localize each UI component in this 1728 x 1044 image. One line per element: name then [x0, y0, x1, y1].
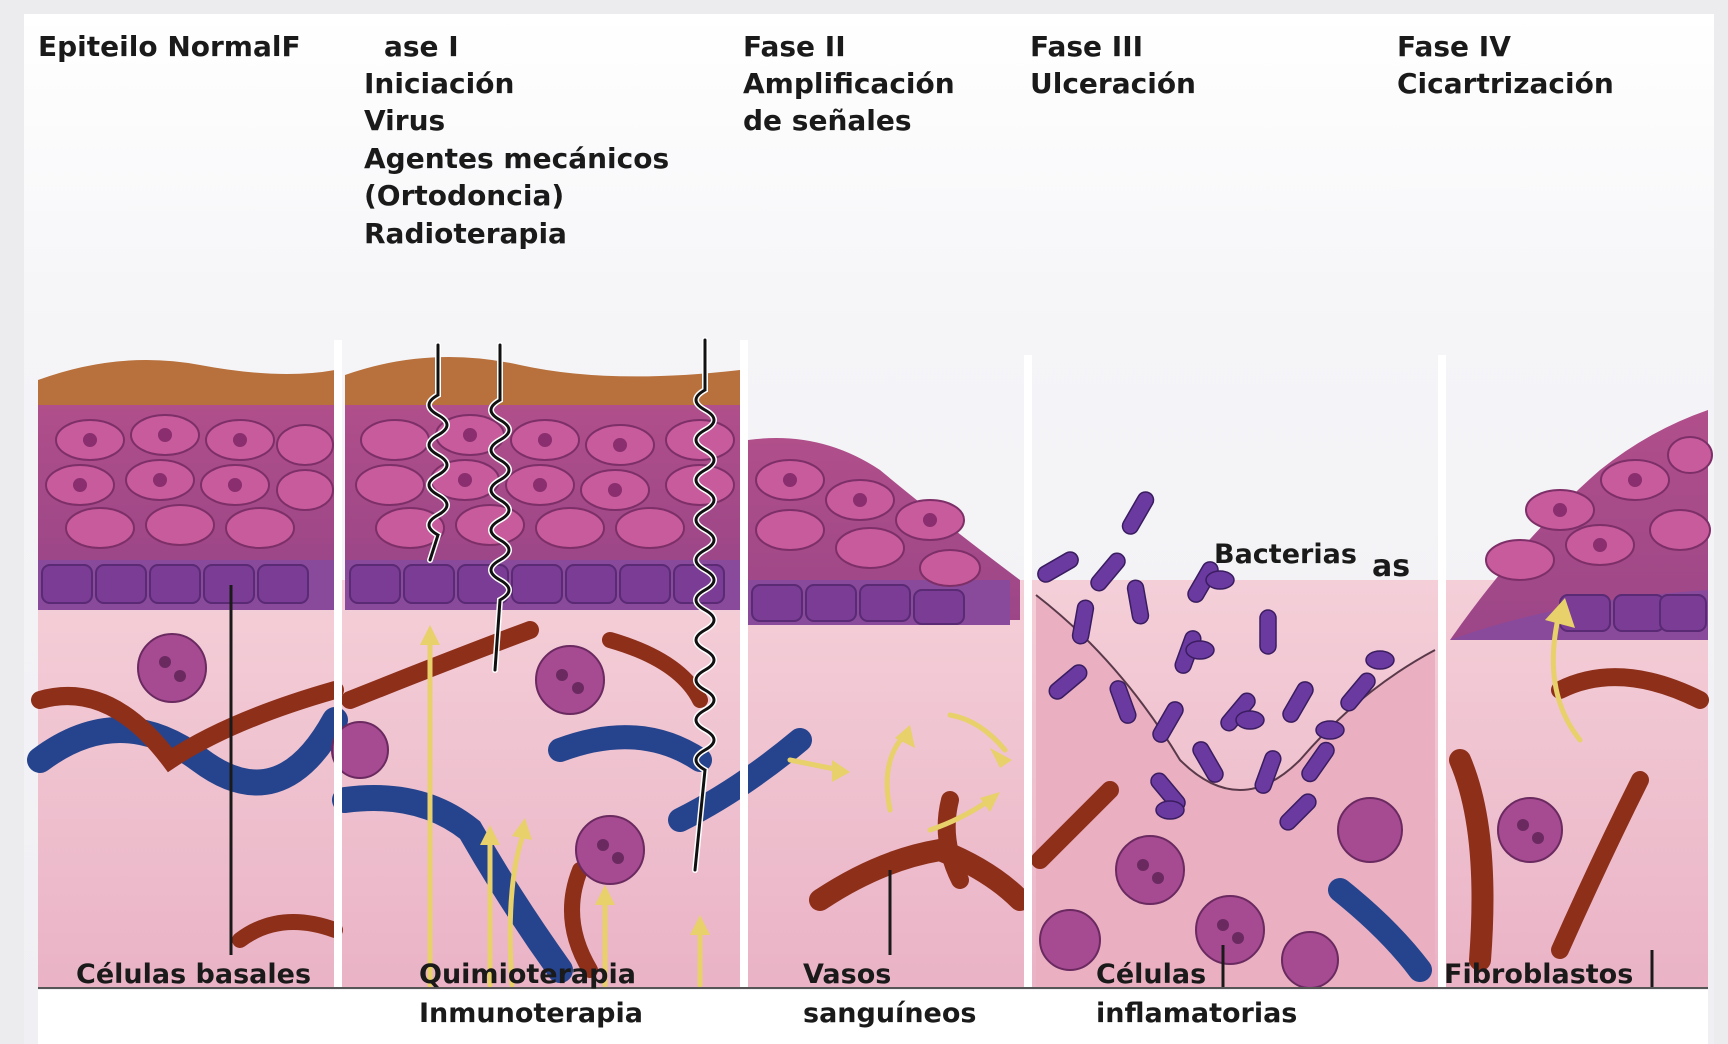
phase-1-title: ase I — [384, 30, 459, 63]
phase-2-title: Fase II — [743, 30, 846, 63]
bacteria-label-artifact: as — [1372, 549, 1411, 584]
phase-normal-title: Epiteilo NormalF — [38, 30, 301, 63]
leader-lines — [229, 585, 1654, 988]
blood-vessels-label: Vasos — [803, 959, 892, 990]
phase-1-line: (Ortodoncia) — [364, 179, 565, 212]
bacteria-label: Bacterias — [1214, 539, 1357, 570]
bacteria — [1037, 491, 1395, 831]
basal-cell-layer — [41, 564, 1707, 632]
inflammatory-cells-label: Células — [1096, 959, 1207, 990]
label-band — [38, 990, 1708, 1044]
cell-nuclei — [73, 428, 1642, 552]
phase-2-line: Amplificación — [743, 67, 955, 100]
blood-vessels-label-line2: sanguíneos — [803, 998, 977, 1029]
phase-4-title: Fase IV — [1397, 30, 1511, 63]
phase-1-line: Virus — [364, 104, 446, 137]
phase-2-line: de señales — [743, 104, 912, 137]
chemotherapy-label: Quimioterapia — [419, 959, 636, 990]
basal-cells-label: Células basales — [76, 959, 312, 990]
inflammatory-cells-label-line2: inflamatorias — [1096, 998, 1298, 1029]
radiation-arrows — [426, 337, 717, 873]
inflammatory-cells — [137, 633, 1563, 989]
fibroblasts-label: Fibroblastos — [1444, 959, 1634, 990]
phase-4-line: Cicartrización — [1397, 67, 1614, 100]
phase-1-line: Iniciación — [364, 67, 515, 100]
yellow-arrows — [427, 607, 1583, 988]
phase-3-line: Ulceración — [1030, 67, 1196, 100]
arrow-heads — [420, 598, 1575, 935]
immunotherapy-label: Inmunoterapia — [419, 998, 643, 1029]
phase-1-line: Agentes mecánicos — [364, 142, 670, 175]
phase-3-title: Fase III — [1030, 30, 1144, 63]
phase-1-line: Radioterapia — [364, 217, 567, 250]
panel-dividers — [334, 340, 1446, 988]
epithelial-cells — [45, 414, 1713, 587]
blood-vessels — [27, 621, 1709, 983]
